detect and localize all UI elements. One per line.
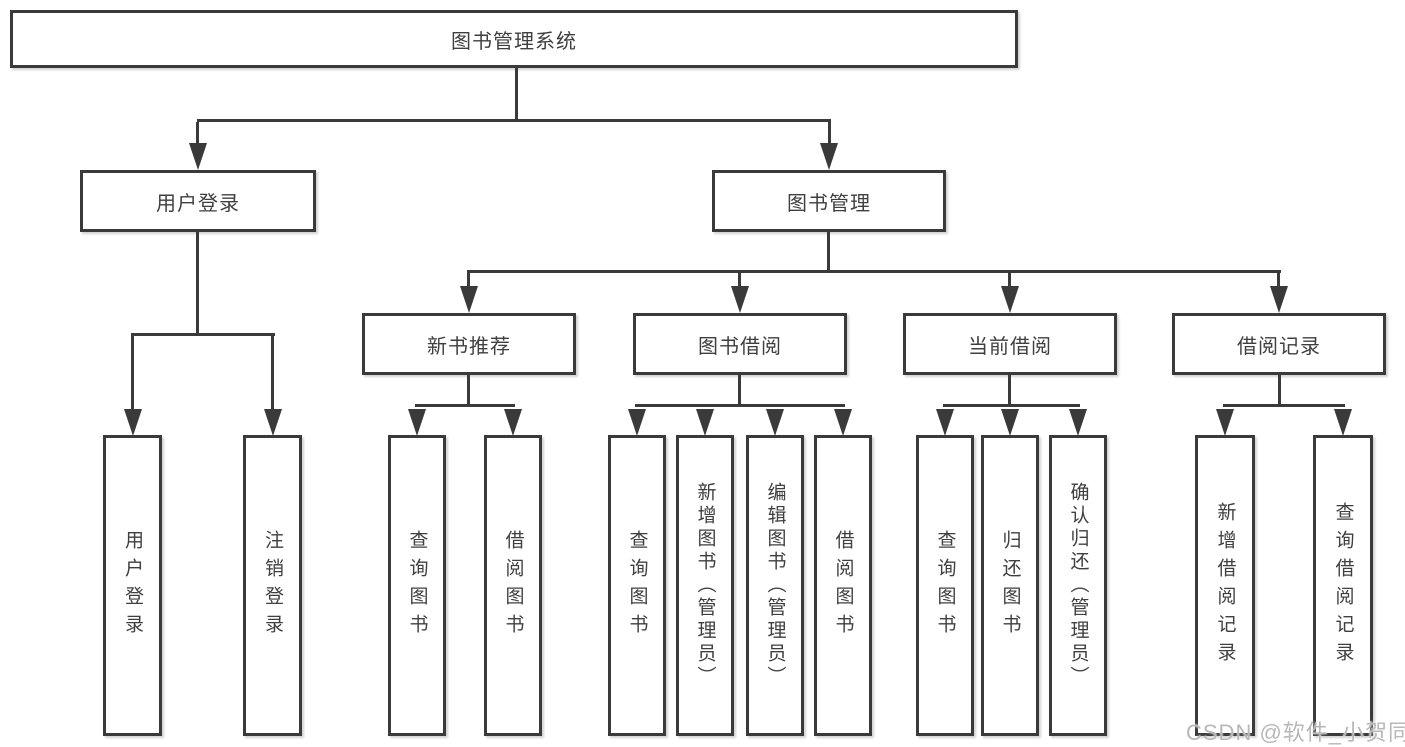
leaf-bb-edit-book-admin-label: 编辑图书（管理员） [764, 482, 786, 689]
node-new-book-recommend: 新书推荐 [362, 313, 576, 375]
connector-cb-bus [943, 404, 1080, 407]
connector-to-leaf-logout [271, 336, 274, 410]
leaf-cb-query-book-label: 查询图书 [934, 529, 956, 642]
arrowhead-cb-query [936, 409, 954, 436]
watermark: CSDN @软件_小贺同学 [1186, 720, 1405, 745]
leaf-logout-label: 注销登录 [262, 529, 283, 642]
connector-br-bus [1223, 404, 1345, 407]
leaf-nb-borrow-book-label: 借阅图书 [502, 529, 524, 642]
leaf-bb-add-book-admin: 新增图书（管理员） [676, 435, 734, 736]
connector-cb-stem [1008, 375, 1011, 406]
arrowhead-br-query [1334, 409, 1352, 436]
leaf-br-add-record: 新增借阅记录 [1195, 435, 1255, 736]
leaf-br-query-record-label: 查询借阅记录 [1332, 501, 1354, 670]
node-user-login: 用户登录 [80, 170, 316, 232]
connector-nb-stem [467, 375, 470, 406]
leaf-br-add-record-label: 新增借阅记录 [1214, 501, 1236, 670]
leaf-bb-query-book: 查询图书 [608, 435, 666, 736]
leaf-bb-borrow-book: 借阅图书 [814, 435, 872, 736]
arrowhead-nb-query [408, 409, 426, 436]
leaf-bb-edit-book-admin: 编辑图书（管理员） [746, 435, 804, 736]
connector-to-leaf-login [131, 336, 134, 410]
leaf-nb-query-book-label: 查询图书 [406, 529, 428, 642]
connector-bb-bus [635, 404, 845, 407]
leaf-user-login: 用户登录 [103, 435, 162, 736]
node-borrow-record-label: 借阅记录 [1237, 335, 1321, 358]
leaf-cb-confirm-return-admin-label: 确认归还（管理员） [1067, 482, 1089, 689]
node-library-system-label: 图书管理系统 [451, 30, 577, 53]
leaf-br-query-record: 查询借阅记录 [1313, 435, 1373, 736]
arrowhead-nb-borrow [504, 409, 522, 436]
connector-user-login-bus [131, 333, 275, 336]
connector-book-management-stem [827, 232, 830, 272]
node-book-borrow: 图书借阅 [633, 313, 847, 375]
connector-level2-bus [197, 119, 831, 122]
node-book-management-label: 图书管理 [787, 192, 871, 215]
node-user-login-label: 用户登录 [156, 192, 240, 215]
connector-root-stem [515, 68, 518, 122]
arrowhead-current-borrow [1001, 286, 1019, 313]
node-book-borrow-label: 图书借阅 [698, 335, 782, 358]
leaf-nb-borrow-book: 借阅图书 [484, 435, 542, 736]
node-current-borrow: 当前借阅 [903, 313, 1117, 375]
connector-to-new-book-recommend [467, 273, 470, 288]
connector-user-login-stem [196, 232, 199, 334]
leaf-cb-query-book: 查询图书 [916, 435, 974, 736]
connector-bb-stem [738, 375, 741, 406]
arrowhead-borrow-record [1270, 286, 1288, 313]
connector-to-current-borrow [1008, 273, 1011, 288]
arrowhead-new-book-recommend [460, 286, 478, 313]
leaf-bb-query-book-label: 查询图书 [626, 529, 648, 642]
node-borrow-record: 借阅记录 [1172, 313, 1386, 375]
node-current-borrow-label: 当前借阅 [968, 335, 1052, 358]
arrowhead-bb-borrow [834, 409, 852, 436]
leaf-bb-borrow-book-label: 借阅图书 [832, 529, 854, 642]
connector-nb-bus [415, 404, 515, 407]
connector-br-stem [1278, 375, 1281, 406]
arrowhead-leaf-login [124, 409, 142, 436]
leaf-logout: 注销登录 [243, 435, 302, 736]
leaf-user-login-label: 用户登录 [122, 529, 143, 642]
arrowhead-book-borrow [731, 286, 749, 313]
connector-to-borrow-record [1277, 273, 1280, 288]
leaf-nb-query-book: 查询图书 [388, 435, 446, 736]
node-book-management: 图书管理 [712, 170, 946, 232]
node-library-system: 图书管理系统 [10, 10, 1018, 68]
arrowhead-leaf-logout [264, 409, 282, 436]
arrowhead-cb-confirm [1069, 409, 1087, 436]
connector-level3-bus [467, 270, 1281, 273]
connector-to-user-login [196, 122, 199, 146]
leaf-cb-return-book-label: 归还图书 [999, 529, 1021, 642]
leaf-cb-confirm-return-admin: 确认归还（管理员） [1049, 435, 1107, 736]
arrowhead-cb-return [1001, 409, 1019, 436]
arrowhead-bb-add [696, 409, 714, 436]
arrowhead-book-management [820, 143, 838, 170]
connector-to-book-management [828, 122, 831, 146]
leaf-cb-return-book: 归还图书 [981, 435, 1039, 736]
connector-to-book-borrow [738, 273, 741, 288]
arrowhead-br-add [1216, 409, 1234, 436]
arrowhead-bb-query [628, 409, 646, 436]
node-new-book-recommend-label: 新书推荐 [427, 335, 511, 358]
leaf-bb-add-book-admin-label: 新增图书（管理员） [694, 482, 716, 689]
arrowhead-bb-edit [766, 409, 784, 436]
arrowhead-user-login [189, 143, 207, 170]
